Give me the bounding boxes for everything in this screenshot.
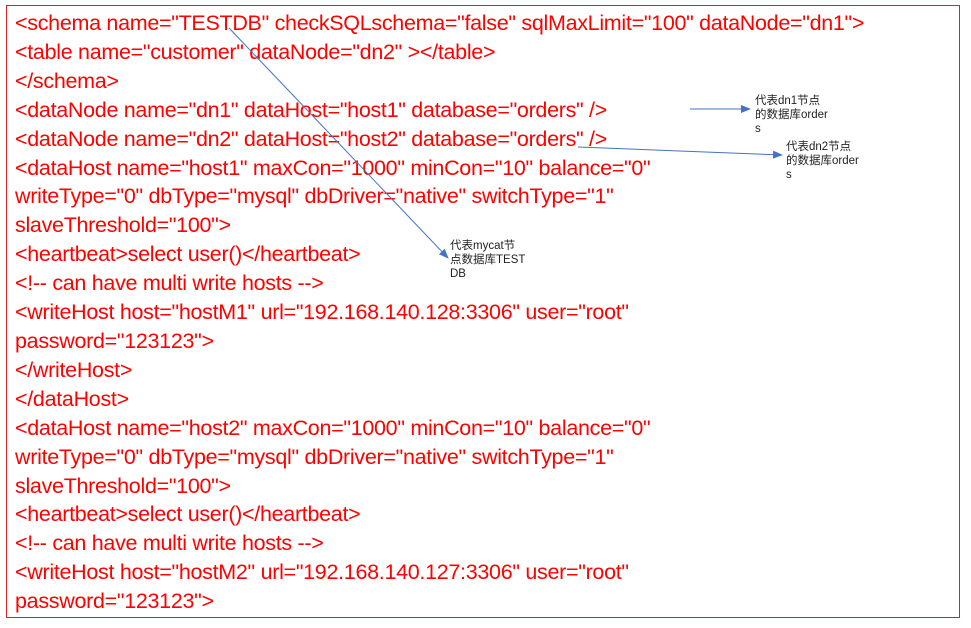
code-line: slaveThreshold="100"> — [15, 213, 231, 238]
code-line: <!-- can have multi write hosts --> — [15, 271, 324, 296]
code-line: <dataHost name="host1" maxCon="1000" min… — [15, 155, 651, 180]
code-line: <writeHost host="hostM1" url="192.168.14… — [15, 300, 629, 325]
code-line: <heartbeat>select user()</heartbeat> — [15, 242, 361, 267]
code-line: password="123123"> — [15, 589, 214, 614]
annotation-dn1: 代表dn1节点的数据库orders — [755, 95, 828, 135]
annotation-dn2: 代表dn2节点的数据库orders — [786, 141, 859, 181]
code-line: slaveThreshold="100"> — [15, 473, 231, 498]
config-code: <schema name="TESTDB" checkSQLschema="fa… — [15, 9, 864, 616]
code-line: </dataHost> — [15, 386, 129, 411]
code-line: </writeHost> — [15, 357, 133, 382]
code-line: </schema> — [15, 68, 119, 93]
arrow-mycat — [228, 27, 449, 259]
code-line: writeType="0" dbType="mysql" dbDriver="n… — [15, 444, 614, 469]
code-line: <writeHost host="hostM2" url="192.168.14… — [15, 560, 629, 585]
code-line: <!-- can have multi write hosts --> — [15, 531, 324, 556]
code-line: <schema name="TESTDB" checkSQLschema="fa… — [15, 11, 865, 35]
code-line: <dataNode name="dn2" dataHost="host2" da… — [15, 126, 607, 151]
code-line: <dataNode name="dn1" dataHost="host1" da… — [15, 97, 607, 122]
annotation-mycat: 代表mycat节点数据库TESTDB — [450, 240, 526, 280]
code-line: writeType="0" dbType="mysql" dbDriver="n… — [15, 184, 614, 209]
document-frame — [6, 5, 960, 618]
arrow-dn2 — [577, 146, 783, 159]
code-line: <table name="customer" dataNode="dn2" ><… — [15, 39, 496, 64]
code-line: <heartbeat>select user()</heartbeat> — [15, 502, 361, 527]
code-line: <dataHost name="host2" maxCon="1000" min… — [15, 415, 651, 440]
code-line: password="123123"> — [15, 328, 214, 353]
